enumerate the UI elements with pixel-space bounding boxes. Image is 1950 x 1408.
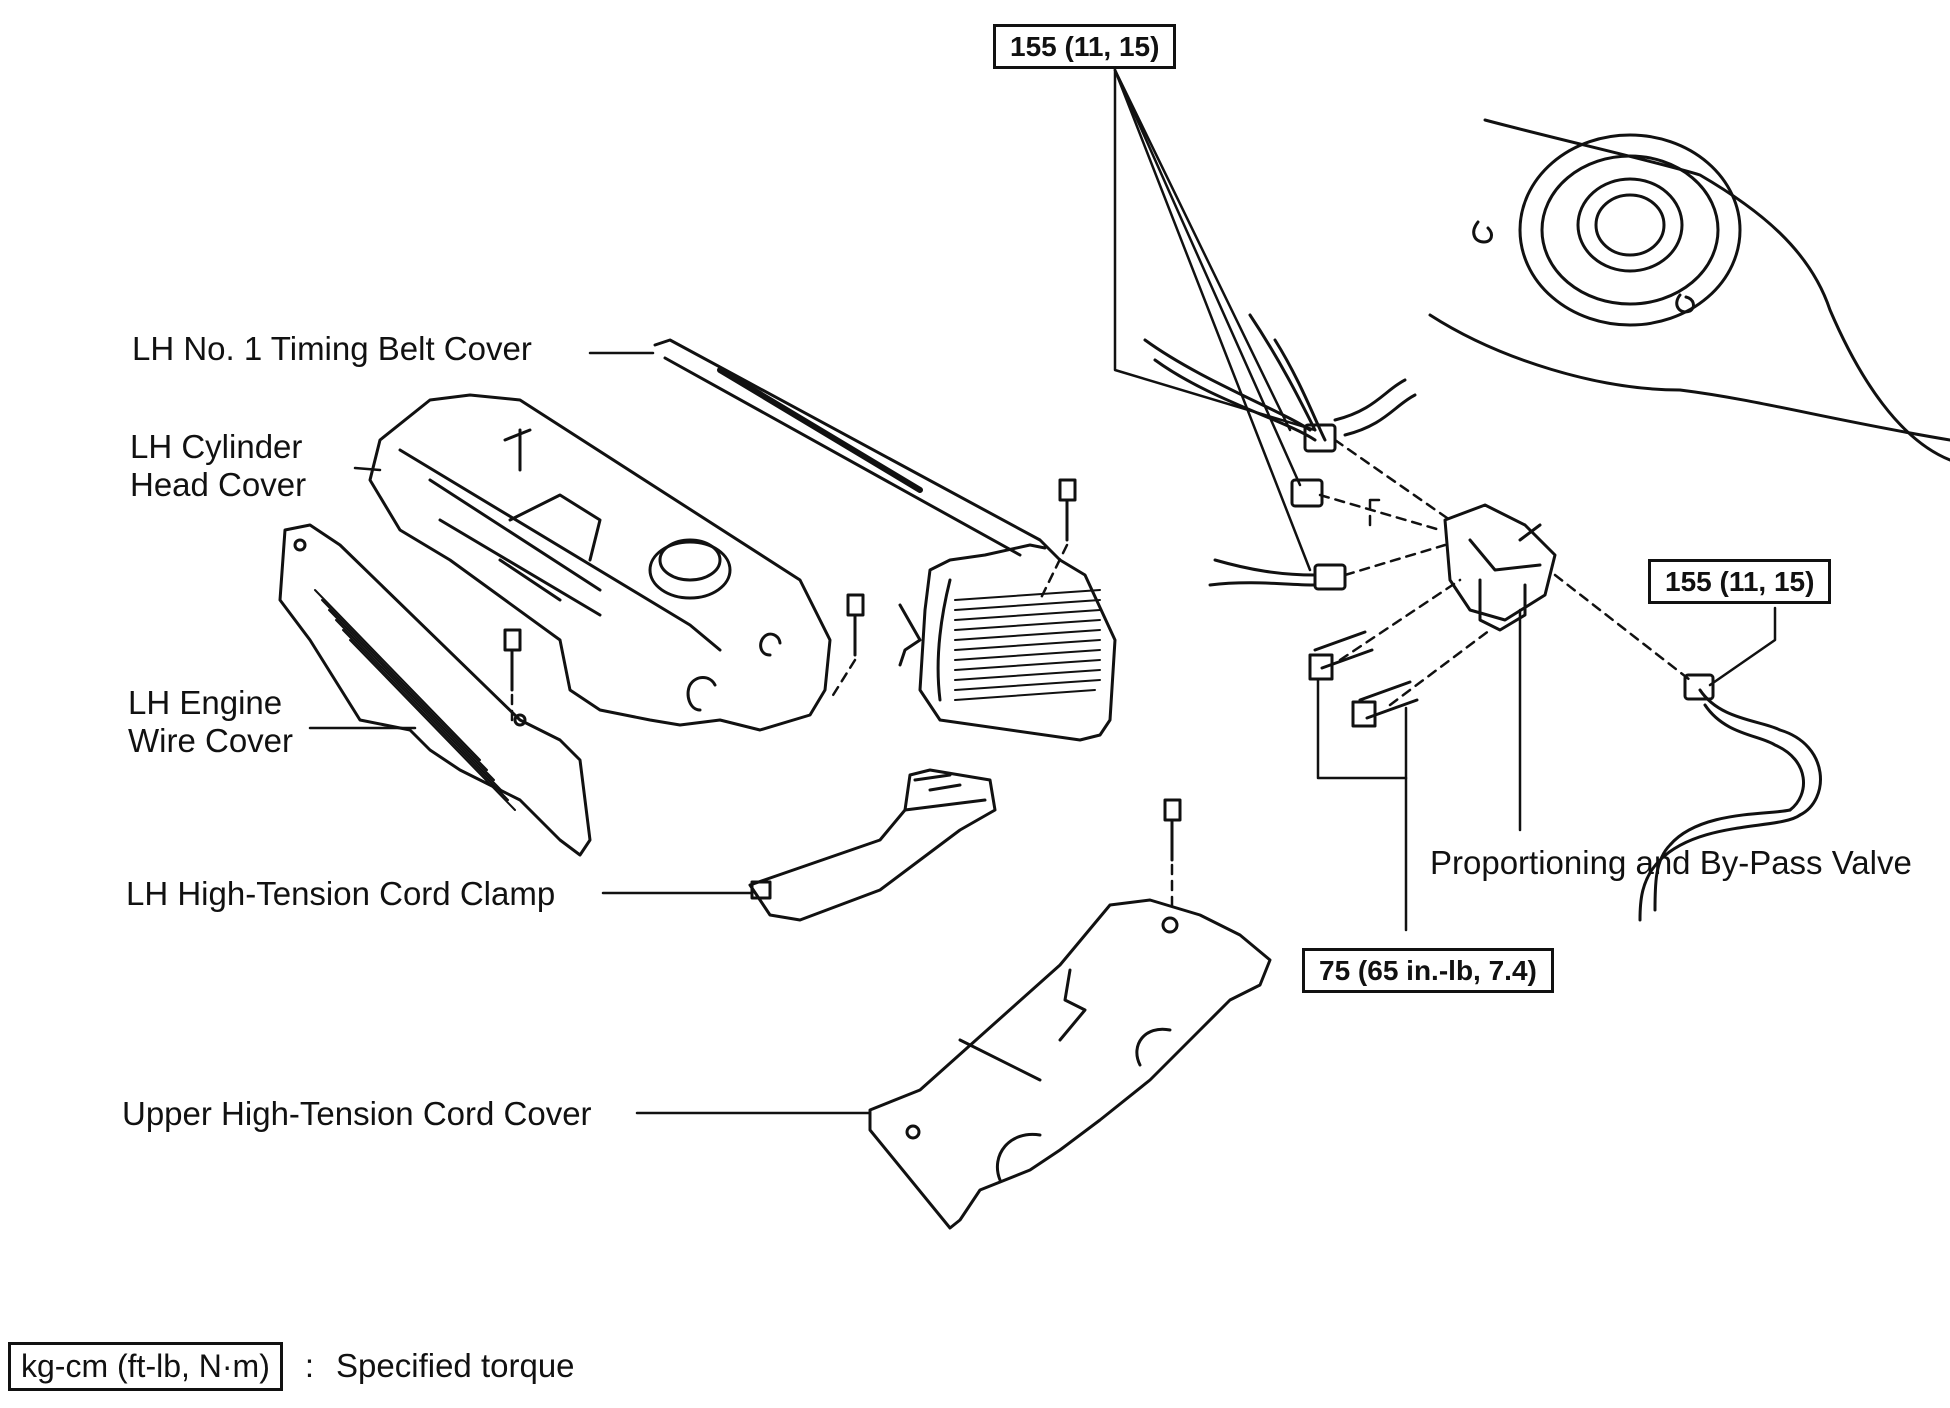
brake-lines <box>1143 313 1417 591</box>
label-cord-clamp: LH High-Tension Cord Clamp <box>126 875 556 912</box>
engine-block-outline <box>1428 118 1950 462</box>
label-cylinder-head-cover-line2: Head Cover <box>130 465 307 503</box>
leader-lines <box>308 68 1777 1115</box>
upper-cord-cover-drawing <box>868 898 1272 1230</box>
label-cylinder-head-cover-line1: LH Cylinder <box>130 428 303 465</box>
engine-wire-cover-drawing <box>278 523 592 857</box>
label-engine-wire-cover-line1: LH Engine <box>128 684 283 721</box>
dashed-assembly-lines <box>510 438 1692 912</box>
label-timing-belt-cover: LH No. 1 Timing Belt Cover <box>132 330 532 367</box>
legend: kg-cm (ft-lb, N·m) : Specified torque <box>8 1342 575 1391</box>
label-engine-wire-cover-line2: Wire Cover <box>128 721 294 759</box>
label-upper-cord-cover: Upper High-Tension Cord Cover <box>122 1095 592 1132</box>
right-brake-line <box>1638 673 1822 922</box>
legend-meaning: Specified torque <box>336 1347 575 1385</box>
label-cylinder-head-cover: LH Cylinder Head Cover <box>130 428 306 504</box>
cord-clamp-drawing <box>748 768 997 922</box>
legend-separator: : <box>304 1347 315 1385</box>
proportioning-valve <box>1443 503 1557 632</box>
label-engine-wire-cover: LH Engine Wire Cover <box>128 684 293 760</box>
torque-box-top: 155 (11, 15) <box>993 24 1177 70</box>
torque-box-right: 155 (11, 15) <box>1648 559 1832 605</box>
valve-bolts <box>1308 630 1419 728</box>
cover-bolts <box>503 478 1182 862</box>
timing-belt-cover-drawing <box>653 338 1117 742</box>
legend-unit-box: kg-cm (ft-lb, N·m) <box>8 1342 283 1391</box>
label-proportioning-valve: Proportioning and By-Pass Valve <box>1430 844 1912 881</box>
cylinder-head-cover-drawing <box>368 393 832 732</box>
torque-box-bolts: 75 (65 in.-lb, 7.4) <box>1302 948 1554 994</box>
